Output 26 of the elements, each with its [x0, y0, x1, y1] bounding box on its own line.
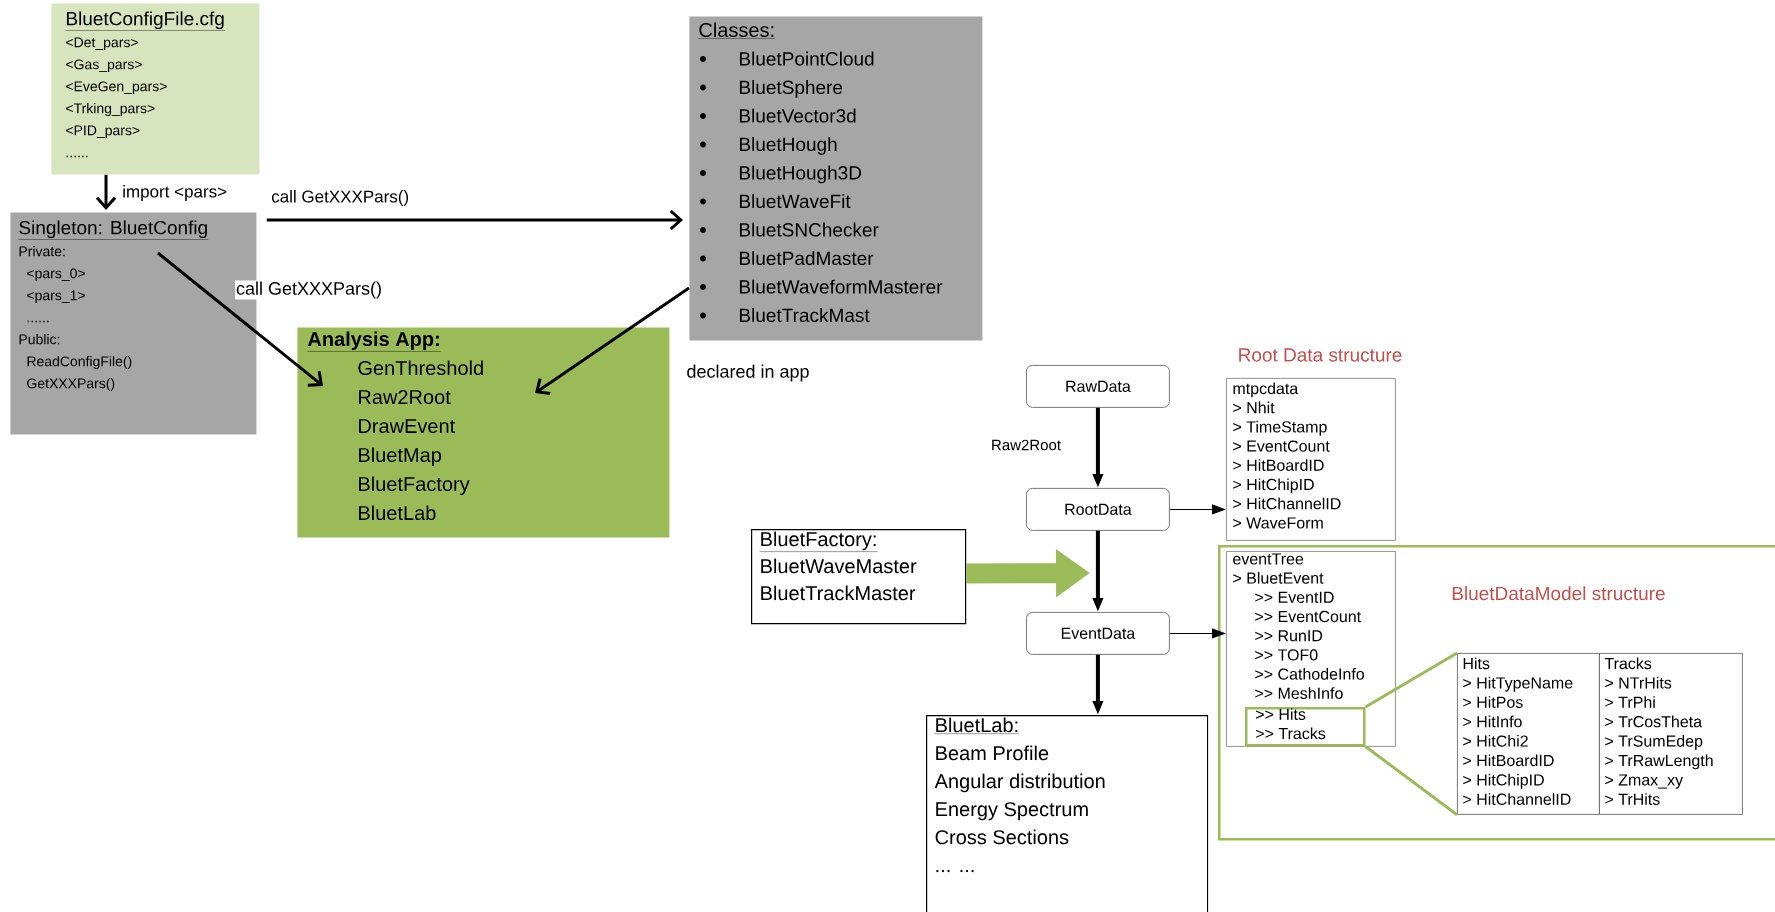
config-file-box: BluetConfigFile.cfg <Det_pars> <Gas_pars> <EveGen_pars> <Trking_pars> <PID_pars> ...... [51, 3, 260, 175]
process-box: RootData [1026, 488, 1170, 531]
arrow [157, 251, 323, 387]
edge-label: call GetXXXPars() [235, 280, 384, 300]
app-box: Analysis App: GenThreshold Raw2Root DrawEvent BluetMap BluetFactory BluetLab [297, 327, 670, 538]
process-box: RawData [1026, 365, 1170, 408]
zoom-line [1364, 745, 1458, 816]
edge-label: Raw2Root [990, 438, 1063, 452]
highlight-box: >> Hits >> Tracks [1245, 707, 1366, 747]
arrow [535, 286, 690, 396]
heading: Root Data structure [1239, 348, 1402, 362]
table-column: Hits > HitTypeName > HitPos > HitInfo > HitChi2 > HitBoardID > HitChipID > HitChannelID [1457, 653, 1600, 815]
edge-label: import <pars> [121, 184, 229, 202]
data-structure-box: mtpcdata > Nhit > TimeStamp > EventCount > HitBoardID > HitChipID > HitChannelID > WaveForm [1226, 378, 1396, 541]
arrow [1169, 628, 1225, 639]
edge-label: call GetXXXPars() [270, 189, 411, 207]
table-column: Tracks > NTrHits > TrPhi > TrCosTheta > TrSumEdep > TrRawLength > Zmax_xy > TrHits [1599, 653, 1743, 815]
factory-box: BluetFactory: BluetWaveMaster BluetTrackMaster [751, 529, 967, 625]
class-list-box: Classes: BluetPointCloud BluetSphere BluetVector3d BluetHough BluetHough3D BluetWaveFit BluetSNChecker BluetPadMaster BluetWaveformMasterer BluetTrackMast [689, 16, 983, 341]
lab-box: BluetLab: Beam Profile Angular distribution Energy Spectrum Cross Sections ... ... [926, 715, 1209, 912]
zoom-line [1364, 651, 1458, 709]
arrow [266, 209, 683, 231]
arrow [1169, 504, 1225, 515]
process-box: EventData [1026, 612, 1170, 655]
arrow [95, 174, 117, 210]
edge-label: declared in app [685, 363, 811, 383]
